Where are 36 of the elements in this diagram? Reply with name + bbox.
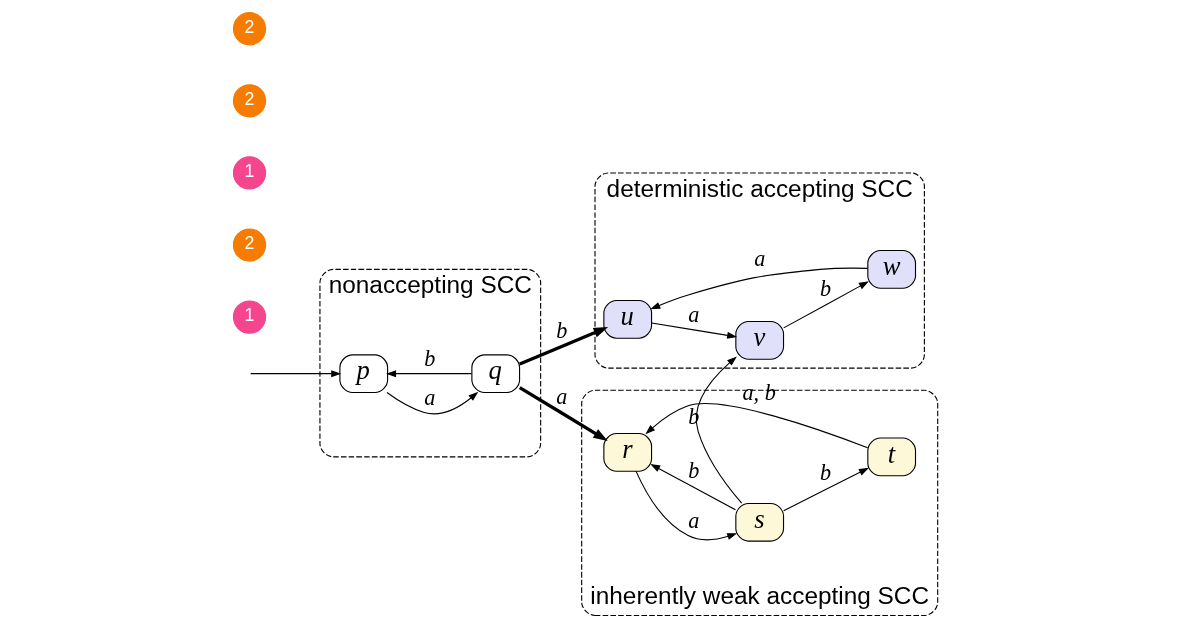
label: 1 — [244, 161, 255, 182]
edge-label: a — [424, 384, 436, 410]
edge-label: b — [820, 276, 832, 302]
arrow — [783, 467, 869, 512]
node-box: t — [867, 437, 917, 477]
arrow — [519, 327, 609, 366]
label: 2 — [244, 16, 255, 37]
arrow — [650, 463, 736, 511]
edge-label: a — [688, 301, 700, 327]
arrow — [650, 267, 869, 310]
node-box: q — [471, 354, 521, 394]
node-box: s — [735, 502, 785, 542]
edge-label: b — [556, 318, 568, 344]
arrow — [695, 356, 743, 504]
arrow — [250, 370, 342, 378]
arrow — [518, 386, 608, 441]
node-box: p — [339, 354, 389, 394]
arrow — [645, 403, 869, 449]
node-box: r — [603, 433, 653, 472]
label: 1 — [244, 305, 255, 326]
edge-label: b — [688, 457, 700, 483]
node-box: v — [735, 321, 785, 360]
label: 2 — [244, 89, 255, 110]
arrow — [386, 370, 473, 378]
arrow — [386, 391, 479, 415]
edge-label: b — [424, 345, 436, 371]
edge-label: a — [556, 383, 568, 409]
arrow — [783, 281, 869, 329]
label: 2 — [244, 233, 255, 254]
edge-label: a — [754, 246, 766, 272]
node-box: w — [867, 250, 917, 289]
edge-label: b — [820, 460, 832, 486]
arrow — [635, 470, 738, 541]
edge-label: a — [688, 507, 700, 533]
node-box: u — [603, 299, 653, 339]
arrow — [651, 322, 738, 339]
